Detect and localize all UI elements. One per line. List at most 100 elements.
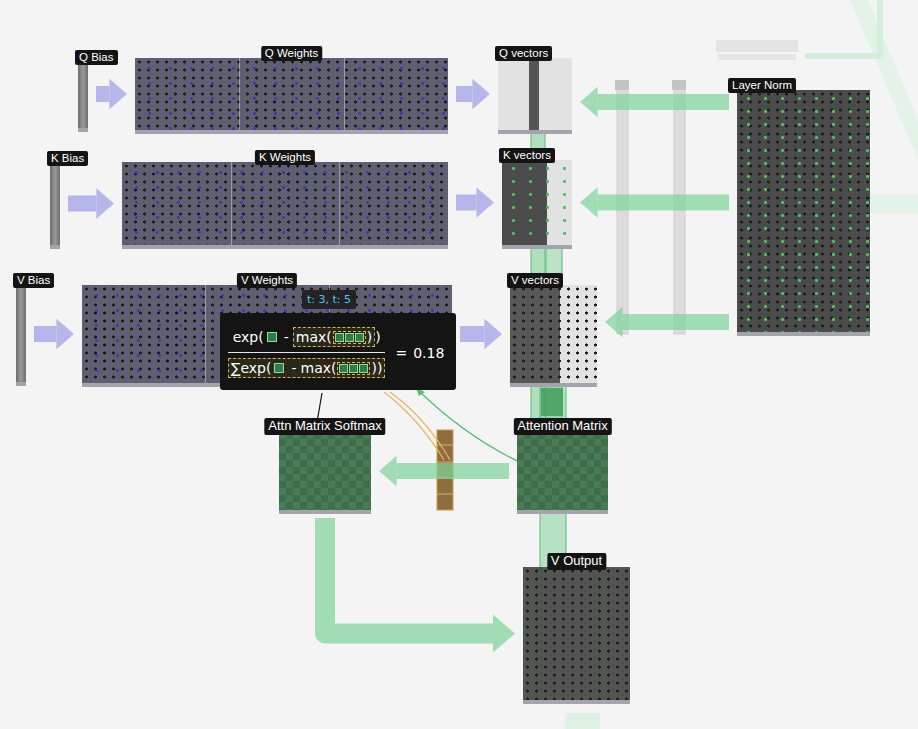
denominator: ∑exp( -max()) <box>228 356 385 380</box>
arrow-shaft <box>68 196 96 212</box>
output-matrix: V Output <box>523 567 630 700</box>
flow-highlight <box>541 388 563 416</box>
bias-bar: Q Bias <box>78 62 88 128</box>
arrow-head <box>580 187 598 217</box>
bias-bar: K Bias <box>50 163 60 245</box>
flow-arrow <box>605 307 729 337</box>
arrow-shaft <box>623 314 729 330</box>
arrow-head <box>56 319 74 349</box>
highlight-box: max() <box>293 327 375 347</box>
formula-text: max( <box>296 329 332 345</box>
bar-tick <box>437 445 453 446</box>
block-label: Q Weights <box>261 46 322 61</box>
flow-arrow <box>456 79 490 109</box>
numerator: exp( -max()) <box>233 325 381 349</box>
arrow-head <box>96 188 114 218</box>
rod-cap <box>615 80 629 90</box>
bias-bar: V Bias <box>16 285 26 382</box>
section-divider <box>205 285 206 383</box>
block-label: V Output <box>547 553 606 570</box>
arrow-shaft <box>34 326 56 342</box>
block-label: Layer Norm <box>728 78 796 93</box>
value-row <box>337 362 370 375</box>
formula-tooltip: t: 3, t: 5exp(-max())∑exp(-max())=0.18 <box>220 313 456 390</box>
block-label: V vectors <box>507 273 563 288</box>
value-row <box>333 331 366 344</box>
formula-text: max( <box>301 360 337 376</box>
rod-cap <box>672 80 686 90</box>
highlight-box: ∑exp( -max()) <box>228 358 385 378</box>
block-label: V Weights <box>237 273 297 288</box>
formula-text: )) <box>371 360 382 376</box>
arrow-shaft <box>598 94 729 110</box>
flow-arrow <box>68 188 114 218</box>
layer-norm-matrix: Layer Norm <box>737 90 870 332</box>
formula-text: - <box>284 329 289 345</box>
section-divider <box>344 58 345 130</box>
value-cell <box>274 363 284 373</box>
vector-matrix: K vectors <box>502 160 572 245</box>
value-cell <box>267 332 277 342</box>
vector-matrix: V vectors <box>510 285 597 383</box>
arrow-shaft <box>598 195 729 211</box>
block-label: Q vectors <box>495 46 552 61</box>
pale-line <box>805 0 880 56</box>
flow-arrow <box>580 187 729 217</box>
block-label: K Weights <box>255 150 315 165</box>
flow-arrow <box>96 79 127 109</box>
weight-matrix: Q Weights <box>135 58 448 130</box>
leader-line <box>420 392 528 466</box>
arrow-head <box>484 319 502 349</box>
tooltip-tag: t: 3, t: 5 <box>302 290 356 309</box>
bar-tick <box>437 462 453 463</box>
fraction: exp(-max())∑exp(-max()) <box>228 325 385 380</box>
fraction-bar <box>228 352 385 353</box>
flow-arrow <box>34 319 74 349</box>
value-cell <box>349 364 358 373</box>
section-divider <box>239 58 240 130</box>
value-cell <box>335 333 344 342</box>
section-divider <box>231 162 232 245</box>
faded-block <box>718 54 796 60</box>
result: =0.18 <box>395 345 444 361</box>
arrow-head <box>379 456 397 486</box>
arrow-shaft <box>460 326 484 342</box>
value-cell <box>359 364 368 373</box>
arrow-shaft <box>325 518 493 634</box>
formula-text: ) <box>375 329 380 345</box>
block-label: Attention Matrix <box>513 418 611 435</box>
arrow-head <box>476 187 494 217</box>
attention-matrix: Attention Matrix <box>517 432 608 510</box>
block-label: Q Bias <box>75 50 118 65</box>
weight-matrix: K Weights <box>122 162 448 245</box>
flow-arrow <box>456 187 494 217</box>
arrow-shaft <box>96 86 109 102</box>
arrow-head <box>580 87 598 117</box>
flow-arrow <box>580 87 729 117</box>
faded-block <box>716 40 798 52</box>
block-label: K vectors <box>499 148 555 163</box>
formula-text: ) <box>367 329 372 345</box>
arrow-shaft <box>456 86 472 102</box>
flow-arrow <box>379 456 509 486</box>
arrow-head <box>109 79 127 109</box>
formula-text: ∑exp( <box>231 360 271 376</box>
value-cell <box>355 333 364 342</box>
pale-band <box>565 713 600 729</box>
result-value: 0.18 <box>413 345 444 361</box>
leader-line <box>384 392 444 460</box>
leader-line <box>390 392 450 460</box>
value-cell <box>345 333 354 342</box>
flow-arrow <box>460 319 502 349</box>
arrow-shaft <box>397 463 509 479</box>
softmax-matrix: Attn Matrix Softmax <box>279 432 371 510</box>
block-label: V Bias <box>13 273 54 288</box>
arrow-shaft <box>456 195 476 211</box>
flow-arrow <box>325 518 515 653</box>
formula-text: exp( <box>233 329 264 345</box>
arrow-head <box>472 79 490 109</box>
formula-text: - <box>291 360 296 376</box>
value-cell <box>339 364 348 373</box>
bar-tick <box>437 494 453 495</box>
